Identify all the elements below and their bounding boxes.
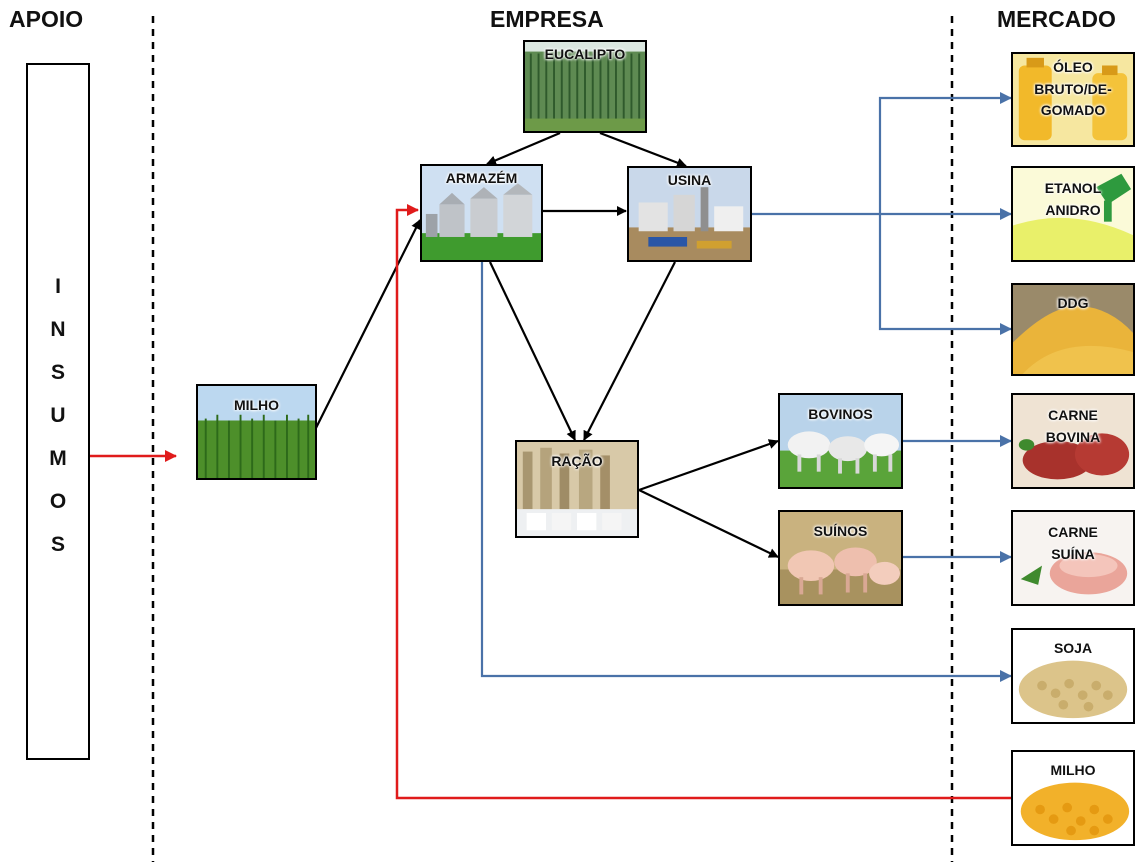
armazem-node: ARMAZÉM bbox=[420, 164, 543, 262]
soybeans-image bbox=[1013, 630, 1133, 722]
carne-suina-node: CARNE SUÍNA bbox=[1011, 510, 1135, 606]
header-empresa: EMPRESA bbox=[490, 6, 604, 32]
arrow-milho-armazem bbox=[315, 219, 421, 429]
suinos-node: SUÍNOS bbox=[778, 510, 903, 606]
grain-silos-image bbox=[422, 166, 541, 260]
pigs-image bbox=[780, 512, 901, 604]
carne-suina-label-line: CARNE bbox=[1048, 524, 1098, 540]
soja-node: SOJA bbox=[1011, 628, 1135, 724]
header-mercado: MERCADO bbox=[997, 6, 1116, 32]
carne-bovina-label-line: CARNE bbox=[1048, 407, 1098, 423]
carne-bovina-label: CARNE BOVINA bbox=[1013, 405, 1133, 448]
oleo-node: ÓLEO BRUTO/DE- GOMADO bbox=[1011, 52, 1135, 147]
etanol-label-line: ETANOL bbox=[1044, 180, 1102, 196]
milho-plant-node: MILHO bbox=[196, 384, 317, 480]
ethanol-plant-image bbox=[629, 168, 750, 260]
carne-bovina-node: CARNE BOVINA bbox=[1011, 393, 1135, 489]
oleo-label-line: ÓLEO bbox=[1053, 59, 1093, 75]
suinos-label: SUÍNOS bbox=[813, 523, 868, 539]
header-apoio: APOIO bbox=[9, 6, 84, 32]
carne-bovina-label-line: BOVINA bbox=[1045, 428, 1101, 445]
ddg-node: DDG bbox=[1011, 283, 1135, 376]
insumos-letter: S bbox=[50, 361, 65, 384]
eucalyptus-forest-image bbox=[525, 42, 645, 131]
corn-kernels-image bbox=[1013, 752, 1133, 844]
arrow-armazem-soja bbox=[480, 262, 1012, 682]
milho-market-node: MILHO bbox=[1011, 750, 1135, 846]
soja-label: SOJA bbox=[1053, 640, 1093, 656]
bovinos-label: BOVINOS bbox=[808, 406, 873, 422]
insumos-letter: O bbox=[49, 490, 67, 513]
arrow-armazem-racao bbox=[489, 261, 576, 441]
armazem-label: ARMAZÉM bbox=[445, 170, 518, 186]
beef-image bbox=[1013, 395, 1133, 487]
insumos-box: I N S U M O S bbox=[26, 63, 90, 760]
ddg-pile-image bbox=[1013, 285, 1133, 374]
arrow-usina-ddg bbox=[878, 214, 1012, 335]
milho-market-label: MILHO bbox=[1050, 762, 1096, 778]
carne-suina-label: CARNE SUÍNA bbox=[1013, 522, 1133, 565]
fuel-nozzle-image bbox=[1013, 168, 1133, 260]
oleo-label-line: BRUTO/DE- bbox=[1034, 80, 1112, 97]
pork-image bbox=[1013, 512, 1133, 604]
oleo-label: ÓLEO BRUTO/DE- GOMADO bbox=[1013, 57, 1133, 122]
milho-plant-label: MILHO bbox=[233, 397, 280, 413]
insumos-letter: U bbox=[50, 404, 66, 427]
oleo-label-line: GOMADO bbox=[1040, 102, 1106, 119]
arrow-eucalipto-armazem bbox=[486, 131, 561, 166]
insumos-letter: I bbox=[55, 275, 61, 298]
arrow-milho-mercado-armazem bbox=[395, 204, 1011, 800]
oil-bottle-image bbox=[1013, 54, 1133, 145]
usina-label: USINA bbox=[667, 172, 712, 188]
etanol-label-line: ANIDRO bbox=[1045, 201, 1101, 218]
etanol-node: ETANOL ANIDRO bbox=[1011, 166, 1135, 262]
eucalipto-node: EUCALIPTO bbox=[523, 40, 647, 133]
racao-label: RAÇÃO bbox=[551, 453, 603, 469]
eucalipto-label: EUCALIPTO bbox=[544, 46, 626, 62]
carne-suina-label-line: SUÍNA bbox=[1051, 545, 1095, 562]
insumos-letter: N bbox=[50, 318, 66, 341]
etanol-label: ETANOL ANIDRO bbox=[1013, 178, 1133, 221]
insumos-letter: S bbox=[50, 533, 65, 556]
cattle-image bbox=[780, 395, 901, 487]
arrow-usina-racao bbox=[583, 261, 676, 441]
arrow-racao-suinos bbox=[638, 489, 779, 558]
ddg-label: DDG bbox=[1057, 295, 1089, 311]
arrow-racao-bovinos bbox=[638, 439, 779, 492]
insumos-letter: M bbox=[49, 447, 67, 470]
arrow-eucalipto-usina bbox=[599, 131, 687, 168]
usina-node: USINA bbox=[627, 166, 752, 262]
bovinos-node: BOVINOS bbox=[778, 393, 903, 489]
racao-node: RAÇÃO bbox=[515, 440, 639, 538]
arrow-usina-oleo bbox=[878, 92, 1012, 214]
feed-mill-image bbox=[517, 442, 637, 536]
corn-field-image bbox=[198, 386, 315, 478]
